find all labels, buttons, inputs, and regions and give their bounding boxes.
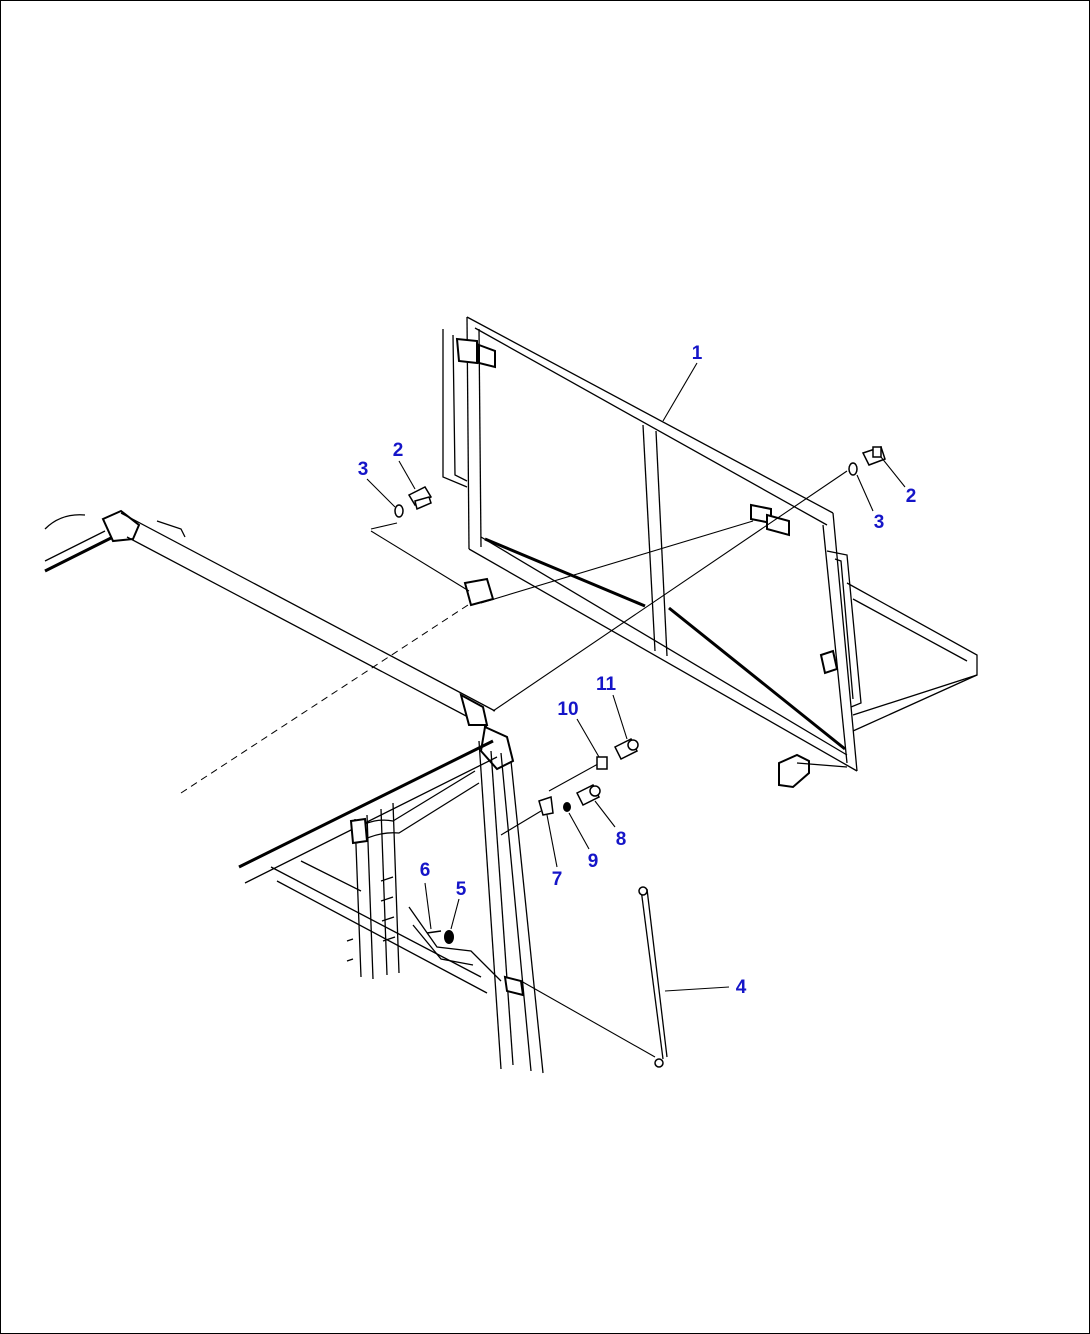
callout-3-right: 3 <box>874 512 885 533</box>
washer-9 <box>563 802 571 812</box>
assembly-lines <box>180 470 848 1058</box>
callout-9: 9 <box>588 851 599 872</box>
machine-canopy-structure <box>44 509 544 1074</box>
bolt-2-right <box>861 446 886 466</box>
callout-2-left: 2 <box>393 440 404 461</box>
callout-3-left: 3 <box>358 459 369 480</box>
callout-10: 10 <box>557 699 578 720</box>
spacer-10 <box>596 756 608 770</box>
callout-2-right: 2 <box>906 486 917 507</box>
washer-3-right <box>848 462 858 476</box>
callout-1: 1 <box>692 343 703 364</box>
callout-8: 8 <box>616 829 627 850</box>
callout-4: 4 <box>736 977 747 998</box>
callout-7: 7 <box>552 869 563 890</box>
callout-11: 11 <box>596 674 617 695</box>
washer-3-left <box>394 504 404 518</box>
bolt-2-left <box>407 486 433 511</box>
guard-frame-part-1 <box>442 316 978 789</box>
callout-6: 6 <box>420 860 431 881</box>
rod-4 <box>638 886 668 1068</box>
pin-6 <box>426 930 442 934</box>
bracket-7 <box>538 795 554 816</box>
bolt-8 <box>575 783 601 807</box>
callouts: 1 2 3 2 3 4 5 6 7 8 9 10 11 <box>358 343 917 998</box>
leader-lines <box>366 362 906 992</box>
washer-5 <box>444 930 454 944</box>
hardware <box>394 446 886 1068</box>
callout-5: 5 <box>456 879 467 900</box>
bolt-11 <box>613 737 639 761</box>
